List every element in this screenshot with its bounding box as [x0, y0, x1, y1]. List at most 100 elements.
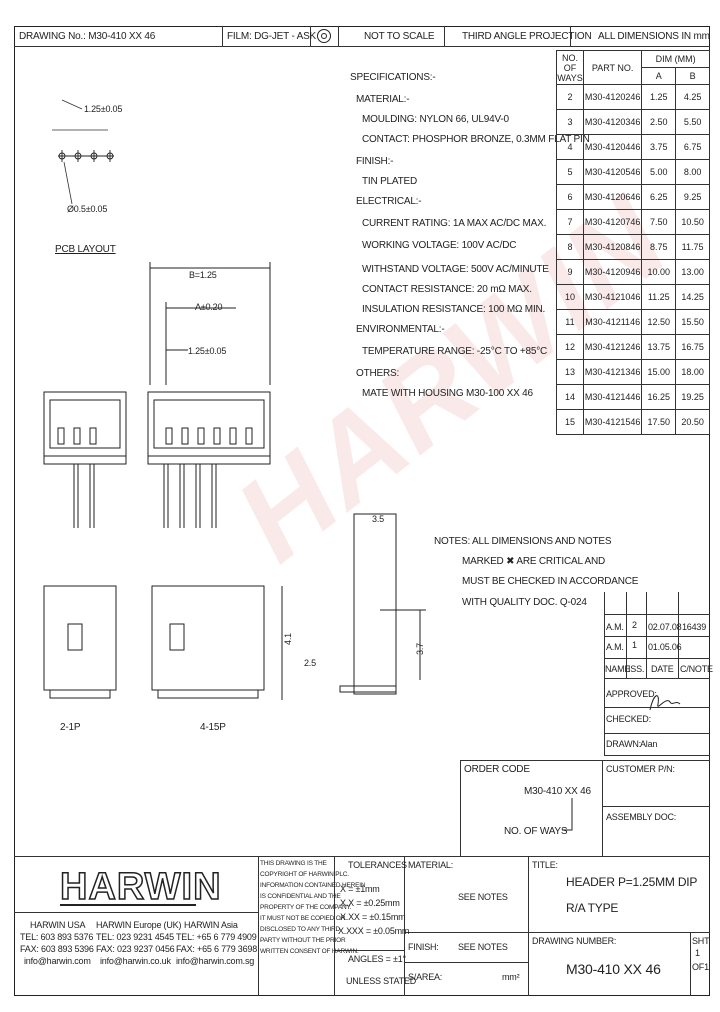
rev2-iss: 1	[632, 640, 637, 650]
cell-part: M30-4121046	[582, 284, 643, 310]
sheet-label: SHT	[692, 936, 710, 946]
spec-15: MATE WITH HOUSING M30-100 XX 46	[362, 388, 533, 399]
cell-b: 13.00	[675, 259, 710, 285]
cell-a: 17.50	[641, 409, 677, 435]
cell-part: M30-4121346	[582, 359, 643, 385]
title-label: TITLE:	[532, 860, 558, 870]
cell-ways: 6	[556, 184, 584, 210]
legal-line: COPYRIGHT OF HARWIN PLC.	[260, 871, 349, 878]
sarea-unit: mm²	[502, 972, 520, 982]
dim-a: A±0.20	[195, 302, 223, 312]
tol-3: X.XXX = ±0.05mm	[338, 926, 410, 936]
spec-2: MOULDING: NYLON 66, UL94V-0	[362, 114, 509, 125]
view-label-right: 4-15P	[200, 722, 226, 733]
cell-a: 5.00	[641, 159, 677, 185]
finish-label: FINISH:	[408, 942, 439, 952]
tol-title: TOLERANCES	[348, 860, 407, 870]
office-asia-l2: FAX: +65 6 779 3698	[176, 944, 258, 954]
header-divider	[14, 46, 710, 47]
cell-a: 10.00	[641, 259, 677, 285]
legal-line: WRITTEN CONSENT OF HARWIN.	[260, 948, 359, 955]
cell-ways: 7	[556, 209, 584, 235]
cell-a: 12.50	[641, 309, 677, 335]
rev2-date: 01.05.06	[648, 642, 682, 652]
assembly-doc-label: ASSEMBLY DOC:	[606, 812, 677, 822]
legal-line: IT MUST NOT BE COPIED OR	[260, 915, 346, 922]
cell-b: 14.25	[675, 284, 710, 310]
cell-ways: 15	[556, 409, 584, 435]
cell-ways: 11	[556, 309, 584, 335]
order-code-label: ORDER CODE	[464, 764, 530, 775]
cell-ways: 10	[556, 284, 584, 310]
title-line1: HEADER P=1.25MM DIP	[566, 875, 698, 889]
cell-b: 4.25	[675, 84, 710, 110]
office-uk-l3: info@harwin.co.uk	[100, 956, 171, 966]
office-uk-l2: FAX: 023 9237 0456	[96, 944, 175, 954]
note-0: NOTES: ALL DIMENSIONS AND NOTES	[434, 536, 612, 547]
spec-1: MATERIAL:-	[356, 94, 410, 105]
approved-label: APPROVED:	[606, 689, 657, 699]
material-label: MATERIAL:	[408, 860, 454, 870]
spec-12: ENVIRONMENTAL:-	[356, 324, 445, 335]
checked-label: CHECKED:	[606, 714, 651, 724]
th-ways: NO. OF WAYS	[556, 50, 584, 85]
cell-a: 3.75	[641, 134, 677, 160]
tol-1: X.X = ±0.25mm	[340, 898, 400, 908]
drawn-label: DRAWN:	[606, 739, 641, 749]
dim-pitch: 1.25±0.05	[188, 346, 227, 356]
cell-b: 6.75	[675, 134, 710, 160]
spec-4: FINISH:-	[356, 156, 394, 167]
spec-11: INSULATION RESISTANCE: 100 MΩ MIN.	[362, 304, 546, 315]
cell-part: M30-4120346	[582, 109, 643, 135]
order-code-leader	[562, 798, 573, 831]
cell-b: 9.25	[675, 184, 710, 210]
cell-ways: 12	[556, 334, 584, 360]
pcb-pitch-dim: 1.25±0.05	[84, 104, 123, 114]
office-usa-l2: FAX: 603 893 5396	[20, 944, 94, 954]
cell-ways: 3	[556, 109, 584, 135]
office-asia-name: HARWIN Asia	[184, 920, 238, 930]
customer-pn-label: CUSTOMER P/N:	[606, 764, 675, 774]
cell-part: M30-4120946	[582, 259, 643, 285]
legal-line: IS CONFIDENTIAL AND THE	[260, 893, 341, 900]
cell-b: 8.00	[675, 159, 710, 185]
rev2-name: A.M.	[606, 642, 624, 652]
cell-b: 16.75	[675, 334, 710, 360]
cell-a: 15.00	[641, 359, 677, 385]
cell-a: 7.50	[641, 209, 677, 235]
dim-35: 3.5	[372, 514, 384, 524]
rev1-name: A.M.	[606, 622, 624, 632]
revision-circle-icon	[317, 29, 331, 43]
spec-6: ELECTRICAL:-	[356, 196, 422, 207]
rev-hdr-iss: ISS.	[628, 664, 645, 674]
drawn-name: Alan	[640, 739, 658, 749]
tol-2: X.XX = ±0.15mm	[340, 912, 406, 922]
dim-b: B=1.25	[189, 270, 217, 280]
cell-part: M30-4120846	[582, 234, 643, 260]
legal-line: INFORMATION CONTAINED HEREIN	[260, 882, 366, 889]
cell-part: M30-4121246	[582, 334, 643, 360]
cell-part: M30-4120446	[582, 134, 643, 160]
tol-0: X = ±1mm	[340, 884, 380, 894]
cell-a: 16.25	[641, 384, 677, 410]
cell-part: M30-4121146	[582, 309, 643, 335]
cell-b: 19.25	[675, 384, 710, 410]
cell-a: 2.50	[641, 109, 677, 135]
legal-line: PARTY WITHOUT THE PRIOR	[260, 937, 346, 944]
spec-10: CONTACT RESISTANCE: 20 mΩ MAX.	[362, 284, 532, 295]
th-a: A	[641, 67, 677, 85]
pcb-layout-title: PCB LAYOUT	[55, 244, 116, 255]
cell-a: 8.75	[641, 234, 677, 260]
